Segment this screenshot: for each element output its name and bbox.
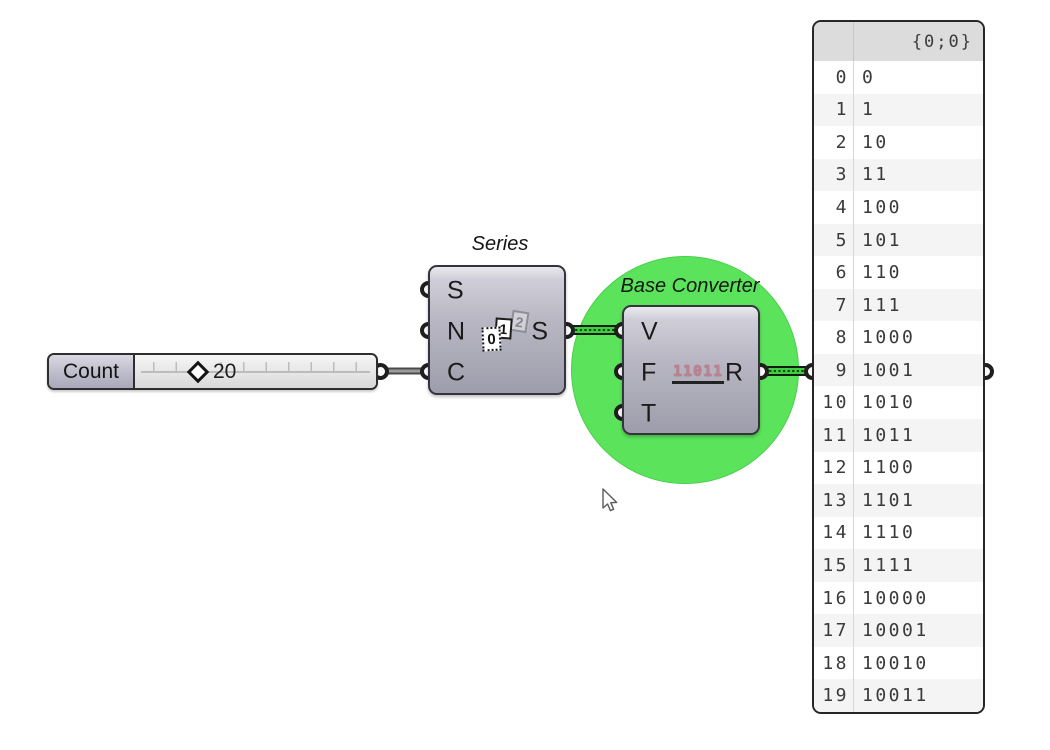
series-component[interactable]: S N C S 2 1 0 [428,265,566,395]
binary-digits-icon: 11011 [672,363,725,384]
panel-row-value: 111 [853,288,983,322]
panel-row-value: 10001 [853,614,983,647]
panel-row-index: 12 [822,457,849,479]
panel-row-value: 1110 [853,516,983,550]
series-input-s-label: S [447,276,464,305]
panel-row-value: 110 [853,256,983,289]
mouse-cursor [602,488,618,512]
number-slider[interactable]: Count 20 [47,353,378,390]
panel-row-value: 10 [853,126,983,159]
panel-row-value: 10010 [853,646,983,680]
panel-row-index: 16 [822,587,849,609]
panel-row-index: 9 [835,359,849,381]
panel-row-value: 11 [853,158,983,192]
slider-name-label[interactable]: Count [49,355,135,388]
panel-row-value: 1000 [853,321,983,354]
panel-row-value: 100 [853,191,983,224]
panel-row-index: 1 [835,99,849,121]
panel-row-value: 101 [853,223,983,257]
panel-row-index: 17 [822,620,849,642]
panel-row-index: 5 [835,229,849,251]
series-input-n-label: N [447,317,466,346]
panel-row-index: 18 [822,652,849,674]
converter-input-t-label: T [641,399,657,428]
series-icon: 2 1 0 [481,309,530,355]
panel-header-path: {0;0} [853,22,983,61]
series-component-title: Series [471,233,529,255]
base-converter-component[interactable]: V F T R 11011 [622,305,760,435]
panel-row-index: 19 [822,685,849,707]
panel-row-value: 1100 [853,451,983,485]
converter-input-v-label: V [641,317,658,346]
series-output-s-label: S [531,317,548,346]
panel-row-value: 1010 [853,386,983,420]
panel-row-index: 8 [835,327,849,349]
series-input-c-label: C [447,358,466,387]
panel-header: {0;0} [814,22,983,61]
slider-track[interactable]: 20 [135,355,376,388]
panel-row-value: 10011 [853,679,983,712]
panel-row-value: 10000 [853,581,983,615]
panel-row-index: 4 [835,196,849,218]
slider-value: 20 [213,359,237,383]
panel-row-index: 3 [835,164,849,186]
panel-row-index: 2 [835,131,849,153]
panel-row-index: 6 [835,262,849,284]
panel-row-index: 10 [822,392,849,414]
converter-output-r-label: R [724,358,743,387]
panel-row-index: 0 [835,66,849,88]
panel-row-value: 0 [853,61,983,94]
panel-row-value: 1011 [853,419,983,452]
series-icon-tile-0: 0 [481,326,502,352]
panel-row-value: 1111 [853,549,983,582]
panel-row-index: 15 [822,554,849,576]
slider-ticks [153,361,370,372]
panel-header-index-cell [814,22,853,61]
slider-rail [141,370,370,373]
panel-row-value: 1 [853,93,983,127]
base-converter-title: Base Converter [620,275,760,297]
converter-input-f-label: F [641,358,657,387]
panel-row-index: 7 [835,294,849,316]
panel-row-index: 14 [822,522,849,544]
panel-row-value: 1001 [853,353,983,387]
panel-row-index: 13 [822,489,849,511]
panel-row-value: 1101 [853,484,983,517]
panel-row-index: 11 [822,424,849,446]
